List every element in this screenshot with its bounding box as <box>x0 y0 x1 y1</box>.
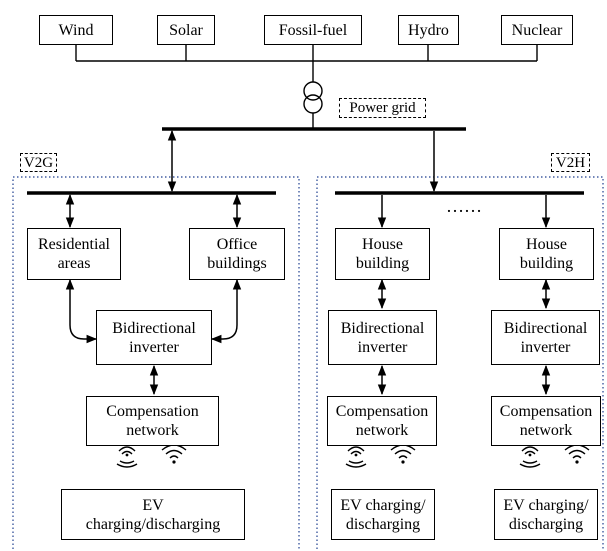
wifi-signal-icon <box>564 444 590 464</box>
v2g-region-border <box>12 176 300 551</box>
house-building-box-2: House building <box>499 228 594 280</box>
v2g-wireless-icons <box>116 444 187 468</box>
residential-areas-box: Residential areas <box>27 228 121 280</box>
wireless-charging-coil-icon <box>116 446 138 468</box>
v2h-2-wireless-icons <box>519 444 590 468</box>
transformer-icon <box>303 81 323 114</box>
v2h-compensation-box-1: Compensation network <box>327 396 437 446</box>
wireless-charging-coil-icon <box>345 446 367 468</box>
house-building-box-1: House building <box>335 228 430 280</box>
source-fossil-fuel: Fossil-fuel <box>264 15 362 45</box>
wireless-charging-coil-icon <box>519 446 541 468</box>
v2h-ev-box-2: EV charging/ discharging <box>494 489 598 540</box>
v2h-ev-box-1: EV charging/ discharging <box>331 489 435 540</box>
v2g-compensation-box: Compensation network <box>86 396 219 446</box>
office-buildings-box: Office buildings <box>189 228 285 280</box>
office-inverter-arrow <box>210 278 242 344</box>
power-grid-label: Power grid <box>339 98 426 118</box>
v2g-inverter-box: Bidirectional inverter <box>96 310 212 365</box>
v2g-label: V2G <box>20 153 57 172</box>
v2h-compensation-box-2: Compensation network <box>491 396 601 446</box>
source-bus-lines <box>75 45 538 129</box>
source-hydro: Hydro <box>398 15 459 45</box>
residential-inverter-arrow <box>65 278 98 344</box>
wifi-signal-icon <box>390 444 416 464</box>
more-houses-ellipsis: …… <box>446 196 482 216</box>
v2h-region-border <box>316 176 604 551</box>
v2h-1-wireless-icons <box>345 444 416 468</box>
v2h-label: V2H <box>551 153 590 172</box>
source-nuclear: Nuclear <box>501 15 573 45</box>
source-wind: Wind <box>39 15 113 45</box>
source-solar: Solar <box>157 15 215 45</box>
v2h-inverter-box-1: Bidirectional inverter <box>328 310 437 365</box>
v2g-ev-box: EV charging/discharging <box>61 489 245 540</box>
wifi-signal-icon <box>161 444 187 464</box>
v2h-inverter-box-2: Bidirectional inverter <box>491 310 600 365</box>
